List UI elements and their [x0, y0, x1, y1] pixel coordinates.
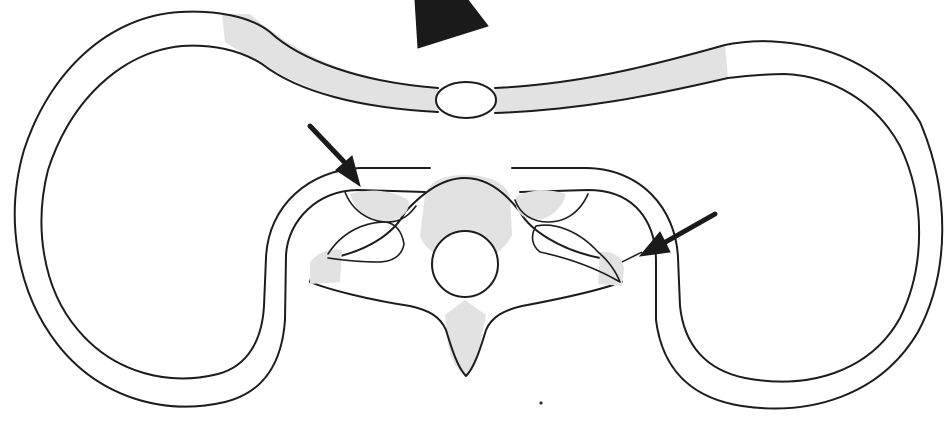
left-joint-shade [350, 191, 409, 222]
sternum [436, 82, 496, 118]
left-transverse-shade [310, 250, 342, 285]
right-joint-shade [516, 190, 566, 220]
left-costal-cartilage-shade [222, 14, 438, 112]
right-costal-cartilage-shade [495, 45, 728, 113]
speck [539, 401, 542, 404]
right-costovertebral-region [515, 190, 624, 286]
left-costovertebral-region [310, 191, 416, 284]
arrow-left-icon [310, 126, 360, 186]
arrowhead-marker-icon [415, 0, 488, 48]
arrow-right-icon [622, 214, 715, 262]
spinal-canal [432, 231, 498, 297]
